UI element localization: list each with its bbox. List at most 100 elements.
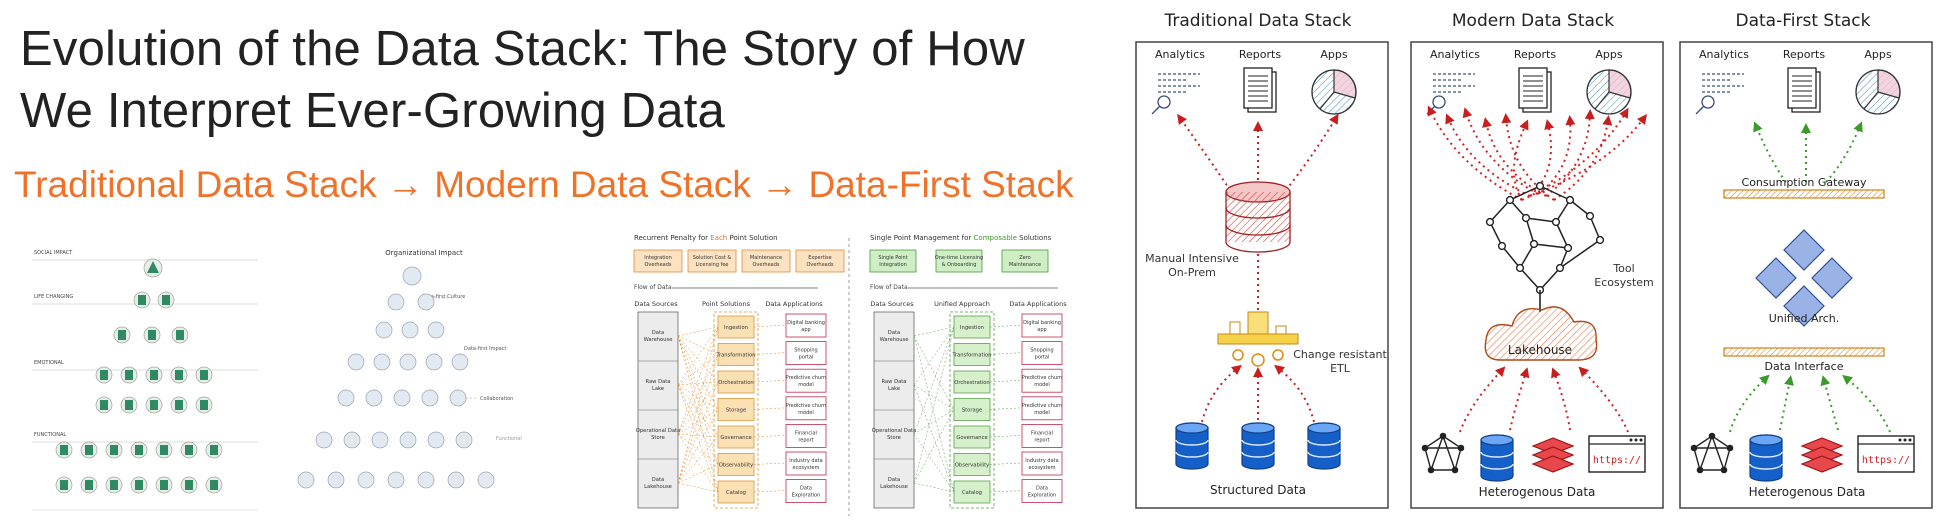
unified-solution-label: Storage — [962, 408, 982, 414]
structured-database-icon — [1175, 422, 1209, 470]
col-point-solutions: Point Solutions — [702, 300, 751, 308]
lakehouse-label: Lakehouse — [1508, 343, 1572, 357]
modern-heterogenous-label: Heterogenous Data — [1479, 485, 1596, 499]
modern-consumer-reports: Reports — [1514, 48, 1556, 61]
database-cylinder-icon — [1225, 181, 1291, 253]
flow-label-left: Flow of Data — [634, 284, 672, 291]
analytics-icon — [1151, 73, 1200, 115]
penalty-label: Solution Cost &Licensing fee — [693, 255, 732, 268]
graph-network-icon — [1690, 432, 1734, 474]
unified-solution-label: Transformation — [952, 353, 992, 359]
data-first-heterogenous-label: Heterogenous Data — [1749, 485, 1866, 499]
point-solution-label: Catalog — [726, 490, 746, 496]
data-first-stack-frame — [1679, 41, 1933, 509]
data-first-sources-group: https:// — [1690, 432, 1915, 482]
col-sources-right: Data Sources — [870, 300, 914, 308]
composable-title: Single Point Management for Composable S… — [870, 234, 1052, 242]
data-first-consumer-reports: Reports — [1783, 48, 1825, 61]
modern-arrows-sources — [1459, 366, 1629, 433]
unified-arch-diamond-icon — [1755, 229, 1853, 327]
data-first-consumer-analytics: Analytics — [1699, 48, 1749, 61]
reports-icon — [1787, 67, 1821, 113]
graph-network-icon — [1421, 432, 1465, 474]
analytics-icon — [1695, 73, 1744, 115]
modern-stack-title: Modern Data Stack — [1452, 11, 1614, 31]
unified-solution-label: Governance — [956, 435, 987, 441]
structured-database-icon — [1307, 422, 1341, 470]
penalty-box — [741, 249, 791, 273]
point-solution-label: Orchestration — [718, 380, 753, 386]
etl-pipeline-icon — [1217, 311, 1299, 367]
apps-pie-chart-icon — [1311, 69, 1357, 115]
org-label-impact: Data-first Impact — [464, 346, 506, 352]
modern-stack-frame — [1410, 41, 1664, 509]
traditional-stack-title: Traditional Data Stack — [1164, 11, 1352, 31]
reports-icon — [1518, 67, 1552, 113]
structured-database-icon — [1241, 422, 1275, 470]
organizational-impact-thumbnail: Organizational Impact Data-first Culture… — [284, 240, 524, 528]
lakehouse-cloud-icon: Lakehouse — [1484, 306, 1598, 361]
col-apps-right: Data Applications — [1009, 300, 1067, 308]
data-first-stack-title: Data-First Stack — [1736, 11, 1871, 31]
section-label-emotional: EMOTIONAL — [34, 360, 64, 366]
data-first-https-label: https:// — [1862, 455, 1910, 466]
unified-solution-label: Orchestration — [954, 380, 989, 386]
data-first-arrows-sources — [1729, 374, 1891, 433]
page-title: Evolution of the Data Stack: The Story o… — [20, 22, 1025, 138]
tool-ecosystem-tree-icon — [1485, 181, 1605, 312]
consumption-gateway-label: Consumption Gateway — [1742, 176, 1867, 189]
layers-stack-icon — [1531, 437, 1575, 473]
benefit-box — [935, 249, 983, 273]
value-elements-thumbnail: SOCIAL IMPACT LIFE CHANGING EMOTIONAL FU… — [28, 240, 264, 528]
analytics-icon — [1426, 73, 1475, 115]
org-label-collab: Collaboration — [480, 396, 513, 402]
org-impact-icons-group — [297, 266, 495, 489]
data-stacks-diagram: Traditional Data Stack Modern Data Stack… — [1130, 0, 1940, 528]
web-api-window-icon: https:// — [1857, 435, 1915, 473]
modern-consumer-apps: Apps — [1595, 48, 1622, 61]
modern-sources-group: https:// — [1421, 432, 1646, 482]
org-impact-title: Organizational Impact — [385, 249, 463, 257]
point-solution-label: Transformation — [716, 353, 756, 359]
value-icons-group — [55, 258, 223, 494]
penalty-title: Recurrent Penalty for Each Point Solutio… — [634, 234, 778, 242]
data-first-arrows-top — [1753, 121, 1863, 183]
modern-https-label: https:// — [1593, 455, 1641, 466]
section-label-functional: FUNCTIONAL — [34, 432, 66, 438]
data-interface-label: Data Interface — [1764, 360, 1843, 373]
modern-consumer-analytics: Analytics — [1430, 48, 1480, 61]
web-api-window-icon: https:// — [1588, 435, 1646, 473]
benefit-box — [1001, 249, 1049, 273]
structured-data-label: Structured Data — [1210, 483, 1306, 497]
org-label-culture: Data-first Culture — [422, 294, 465, 300]
heterogenous-database-icon — [1480, 434, 1514, 482]
col-sources-left: Data Sources — [634, 300, 678, 308]
reports-icon — [1243, 67, 1277, 113]
benefit-box — [869, 249, 917, 273]
org-label-functional: Functional — [496, 436, 522, 442]
unified-solution-label: Observability — [955, 463, 989, 469]
traditional-arrows-db — [1201, 364, 1315, 423]
col-apps-left: Data Applications — [765, 300, 823, 308]
apps-pie-chart-icon — [1855, 69, 1901, 115]
modern-arrows-up — [1427, 105, 1648, 201]
